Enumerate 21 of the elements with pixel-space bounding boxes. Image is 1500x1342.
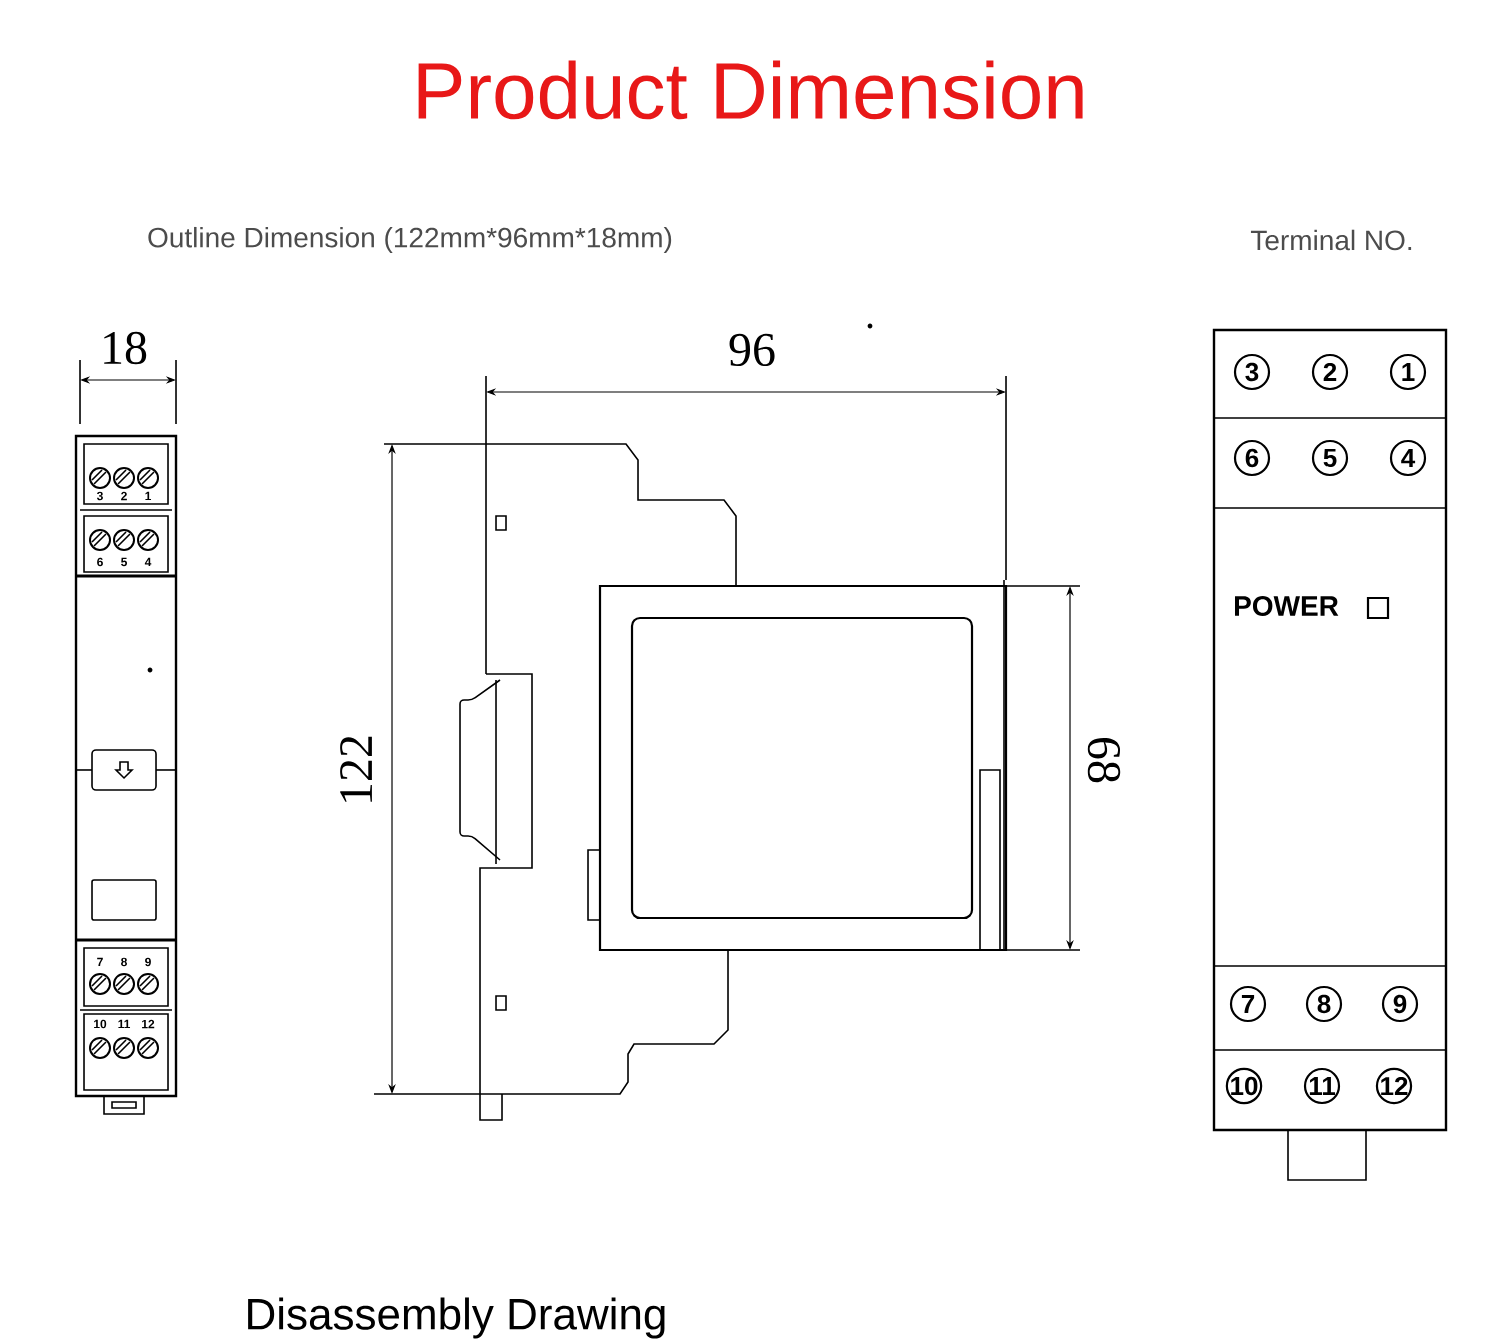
title: Product Dimension <box>418 60 1083 120</box>
terminal-number: 4 <box>1389 439 1427 477</box>
dimension-label: 122 <box>338 732 374 808</box>
terminal-number: 8 <box>1305 985 1343 1023</box>
terminal-number: 11 <box>1303 1067 1341 1105</box>
dimension-label: 68 <box>1085 734 1123 786</box>
terminal-number: 1 <box>1389 353 1427 391</box>
terminal-number: 12 <box>1375 1067 1413 1105</box>
terminal-number: 3 <box>1233 353 1271 391</box>
indicator-label: POWER <box>1231 594 1341 618</box>
terminal-number: 5 <box>1311 439 1349 477</box>
terminal-number: 10 <box>1225 1067 1263 1105</box>
subheading: Outline Dimension (122mm*96mm*18mm) <box>145 224 675 256</box>
subheading: Terminal NO. <box>1248 227 1416 253</box>
section-heading: Disassembly Drawing <box>242 1295 670 1341</box>
terminal-number: 2 <box>1311 353 1349 391</box>
dimension-label: 18 <box>98 329 150 367</box>
dimension-label: 96 <box>726 331 778 369</box>
terminal-number: 9 <box>1381 985 1419 1023</box>
terminal-number: 6 <box>1233 439 1271 477</box>
terminal-number: 7 <box>1229 985 1267 1023</box>
